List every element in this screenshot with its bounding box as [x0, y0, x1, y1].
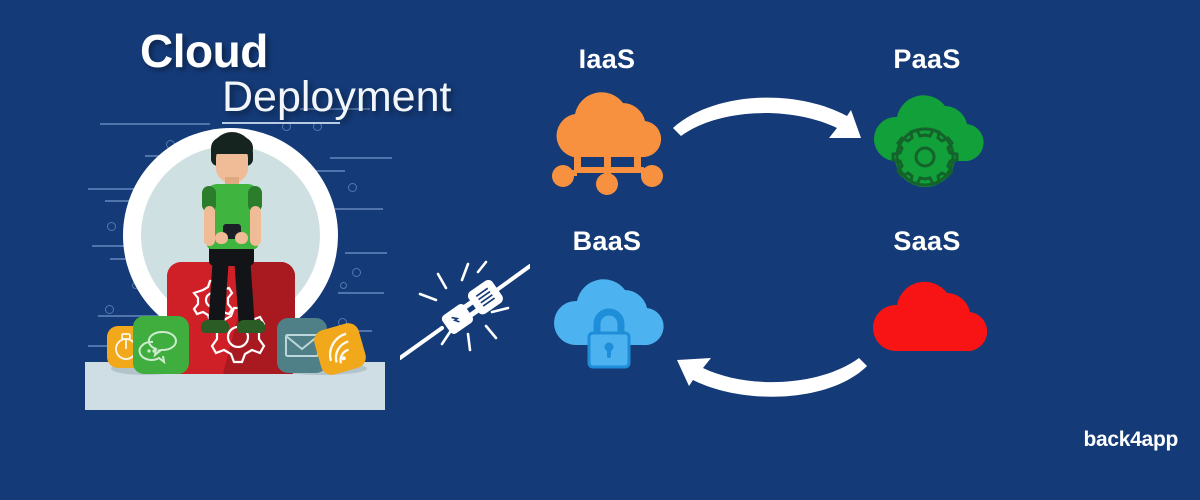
arrow-iaas-to-paas: [665, 82, 885, 167]
deco-dot: [348, 183, 357, 192]
node-baas-label: BaaS: [572, 226, 642, 256]
deco-line: [98, 315, 170, 317]
node-saas[interactable]: SaaS: [832, 228, 1022, 382]
hand-left: [215, 232, 228, 244]
deco-line: [330, 157, 392, 159]
page-title: Cloud Deployment: [140, 28, 451, 119]
arm-left: [204, 206, 215, 246]
sleeve-right: [248, 186, 262, 212]
title-line-cloud: Cloud: [140, 25, 268, 77]
shoe-right: [237, 320, 265, 333]
deco-line: [335, 208, 383, 210]
deco-line: [88, 188, 158, 190]
deco-dot: [107, 222, 116, 231]
deco-line: [300, 108, 370, 110]
arm-right: [250, 206, 261, 246]
deco-line: [300, 170, 345, 172]
deco-dot: [340, 282, 347, 289]
deco-dot: [352, 268, 361, 277]
node-paas-label: PaaS: [893, 44, 961, 74]
node-paas[interactable]: PaaS: [832, 46, 1022, 200]
hair-front: [211, 137, 253, 154]
cloud-icon: [832, 267, 1022, 382]
node-iaas-label: IaaS: [578, 44, 636, 74]
node-iaas[interactable]: IaaS: [512, 46, 702, 200]
deco-line: [100, 123, 210, 125]
cloud-gear-icon: [832, 85, 1022, 200]
hand-right: [235, 232, 248, 244]
arrow-saas-to-baas: [655, 342, 875, 427]
person-figure: [185, 132, 277, 352]
deco-dot: [105, 305, 114, 314]
node-baas[interactable]: BaaS: [512, 228, 702, 382]
chat-bubbles-app-icon: [133, 316, 189, 374]
shoe-left: [201, 320, 229, 333]
sleeve-left: [202, 186, 216, 212]
plug-and-socket-icon: [398, 250, 532, 370]
cloud-network-icon: [512, 85, 702, 200]
back4app-logo: back4app: [1083, 428, 1179, 451]
cloud-lock-icon: [512, 267, 702, 382]
deco-line: [338, 292, 384, 294]
cloud-deployment-illustration: [85, 110, 385, 420]
deco-line: [345, 252, 387, 254]
node-saas-label: SaaS: [893, 226, 961, 256]
title-line-deployment: Deployment: [222, 73, 452, 121]
wifi-signal-app-icon: [311, 320, 369, 378]
title-underline: [222, 122, 340, 124]
